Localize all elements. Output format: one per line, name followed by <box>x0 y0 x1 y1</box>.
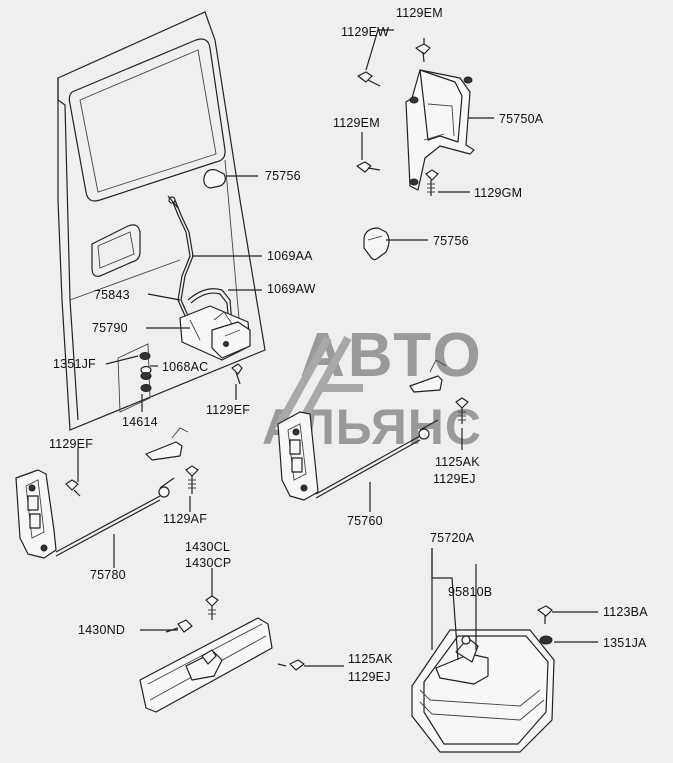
bolt-1129gm <box>425 169 439 196</box>
bracket-75750a <box>405 69 475 191</box>
label-1430cp: 1430CP <box>185 556 232 570</box>
label-75750a: 75750A <box>499 112 544 126</box>
label-14614: 14614 <box>122 415 158 429</box>
label-75790: 75790 <box>92 321 128 335</box>
label-75756-b: 75756 <box>433 234 469 248</box>
step-bracket-1430 <box>139 617 273 713</box>
rear-door-panel <box>57 11 266 431</box>
label-1125ak-lower: 1125AK <box>348 652 393 666</box>
hinge-75780 <box>15 469 175 559</box>
bolt-1123ba <box>537 605 553 624</box>
lamp-75720a <box>411 629 555 753</box>
label-1430nd: 1430ND <box>78 623 126 637</box>
washers-group <box>117 343 152 413</box>
label-1129ef-upper: 1129EF <box>206 403 251 417</box>
bolt-1125ak-upper <box>455 397 469 424</box>
bolt-1125ak-lower <box>277 659 305 671</box>
label-1351ja: 1351JA <box>603 636 647 650</box>
bolt-1430cl <box>205 595 219 620</box>
cap-75756-b <box>363 227 390 261</box>
label-1069aa: 1069AA <box>267 249 313 263</box>
latch-75790 <box>179 305 251 361</box>
label-1068ac: 1068AC <box>162 360 209 374</box>
label-1129af: 1129AF <box>163 512 208 526</box>
label-75720a: 75720A <box>430 531 475 545</box>
label-1069aw: 1069AW <box>267 282 316 296</box>
label-1129ej-lower: 1129EJ <box>348 670 391 684</box>
grommet-1351ja <box>539 635 553 645</box>
label-75760: 75760 <box>347 514 383 528</box>
bolt-1129ew <box>357 71 381 87</box>
label-1129gm: 1129GM <box>474 186 523 200</box>
label-1129em-top: 1129EM <box>396 6 443 20</box>
bolt-1129em-mid <box>356 161 381 173</box>
label-1351jf: 1351JF <box>53 357 96 371</box>
bolt-1129af <box>185 465 199 494</box>
label-1129ew: 1129EW <box>341 25 390 39</box>
label-1129em-mid: 1129EM <box>333 116 380 130</box>
bracket-near-75760 <box>409 359 447 393</box>
label-1129ej-upper: 1129EJ <box>433 472 476 486</box>
label-1123ba: 1123BA <box>603 605 648 619</box>
rod-1069aw <box>187 288 233 326</box>
label-1129ef-lower: 1129EF <box>49 437 94 451</box>
hinge-75760 <box>277 411 439 501</box>
label-75843: 75843 <box>94 288 130 302</box>
label-75780: 75780 <box>90 568 126 582</box>
bracket-near-75780 <box>145 427 189 461</box>
bolt-1129ef-lower <box>65 479 81 497</box>
label-95810b: 95810B <box>448 585 493 599</box>
label-75756-a: 75756 <box>265 169 301 183</box>
bolt-1129em-top <box>415 43 431 63</box>
leader-lines <box>77 29 598 667</box>
cap-75756-a <box>203 169 226 189</box>
watermark-line-1: АВТО <box>300 321 484 390</box>
label-1430cl: 1430CL <box>185 540 230 554</box>
bolt-1129ef-upper <box>231 363 243 385</box>
label-1125ak-upper: 1125AK <box>435 455 480 469</box>
